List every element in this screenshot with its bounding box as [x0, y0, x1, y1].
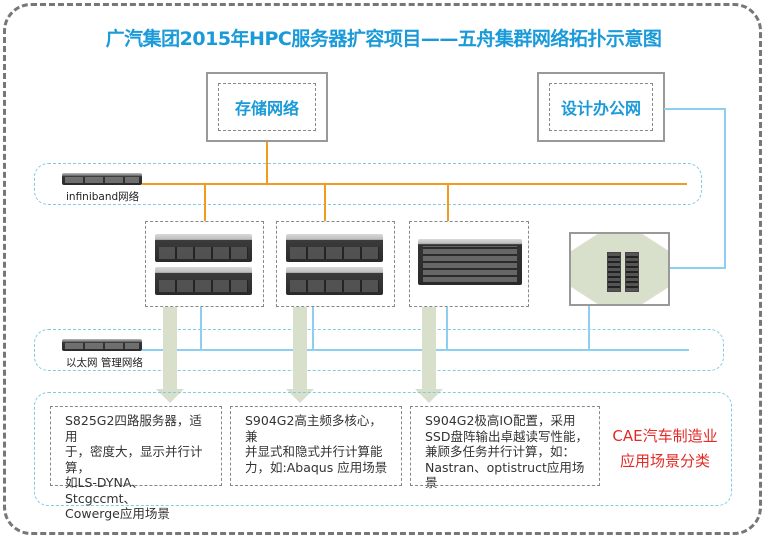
ib-drop-1	[204, 184, 206, 221]
storage-uplink	[266, 142, 268, 184]
ethernet-bus	[142, 349, 689, 351]
desc-line: 于，密度大，显示并行计算，	[65, 444, 203, 475]
diagram-frame	[3, 3, 762, 535]
infiniband-zone	[34, 163, 702, 205]
description-s904g2-compute: S904G2高主频多核心，兼 并显式和隐式并行计算能 力，如:Abaqus 应用…	[230, 406, 402, 486]
storage-network-box: 存储网络	[206, 72, 328, 142]
desc-line: 兼顾多任务并行计算，如：	[425, 444, 576, 459]
ib-drop-3	[447, 184, 449, 221]
description-s904g2-io: S904G2极高IO配置，采用 SSD盘阵输出卓越读写性能， 兼顾多任务并行计算…	[410, 406, 600, 490]
storage-network-label: 存储网络	[218, 83, 316, 131]
eth-drop-3	[446, 307, 448, 350]
desc-line: SSD盘阵输出卓越读写性能，	[425, 428, 588, 444]
infiniband-bus	[142, 183, 687, 185]
office-link-v	[724, 108, 726, 269]
cae-label-line-2: 应用场景分类	[619, 452, 710, 470]
cae-label-line-1: CAE汽车制造业	[612, 427, 718, 445]
storage-server-4u-icon	[418, 239, 522, 285]
arrow-shaft-2	[293, 307, 307, 389]
server-group-s904g2-compute	[276, 221, 395, 307]
cae-category-label: CAE汽车制造业 应用场景分类	[605, 424, 725, 474]
application-zone	[34, 392, 732, 506]
ethernet-zone	[34, 329, 724, 371]
arrow-shaft-3	[422, 307, 436, 389]
desc-line: Nastran、optistruct应用场景	[425, 459, 585, 491]
desc-line: 并显式和隐式并行计算能	[245, 444, 383, 459]
diagram-title: 广汽集团2015年HPC服务器扩容项目——五舟集群网络拓扑示意图	[105, 28, 662, 50]
office-network-box: 设计办公网	[537, 72, 665, 142]
office-link-h1	[664, 108, 726, 110]
desc-line: S825G2四路服务器，适用	[65, 413, 202, 444]
desc-line: 如LS-DYNA、Stcgccmt、	[65, 475, 144, 506]
office-workstation-node	[569, 232, 670, 306]
desc-line: S904G2高主频多核心，兼	[245, 413, 382, 444]
tower-server-icon	[625, 252, 639, 292]
desc-line: Cowerge应用场景	[65, 506, 170, 521]
eth-drop-4	[588, 306, 590, 350]
ib-drop-2	[324, 184, 326, 221]
desc-line: 力，如:Abaqus 应用场景	[245, 459, 388, 475]
server-group-s825g2	[145, 221, 264, 307]
server-group-s904g2-io	[409, 221, 529, 307]
description-s825g2: S825G2四路服务器，适用 于，密度大，显示并行计算， 如LS-DYNA、St…	[50, 406, 222, 521]
desc-line: S904G2极高IO配置，采用	[425, 413, 576, 428]
infiniband-label: infiniband网络	[66, 191, 140, 203]
rack-server-2u-icon	[155, 234, 252, 262]
tower-server-icon	[607, 252, 621, 292]
office-network-label: 设计办公网	[549, 83, 653, 131]
rack-server-2u-icon	[155, 267, 252, 295]
eth-drop-2	[312, 307, 314, 350]
rack-server-2u-icon	[286, 267, 383, 295]
rack-server-2u-icon	[286, 234, 383, 262]
eth-drop-1	[200, 307, 202, 350]
arrow-shaft-1	[163, 307, 177, 389]
ethernet-label: 以太网 管理网络	[66, 357, 143, 369]
infiniband-switch-icon	[62, 173, 142, 185]
ethernet-switch-icon	[62, 339, 142, 351]
office-link-h2	[670, 267, 726, 269]
